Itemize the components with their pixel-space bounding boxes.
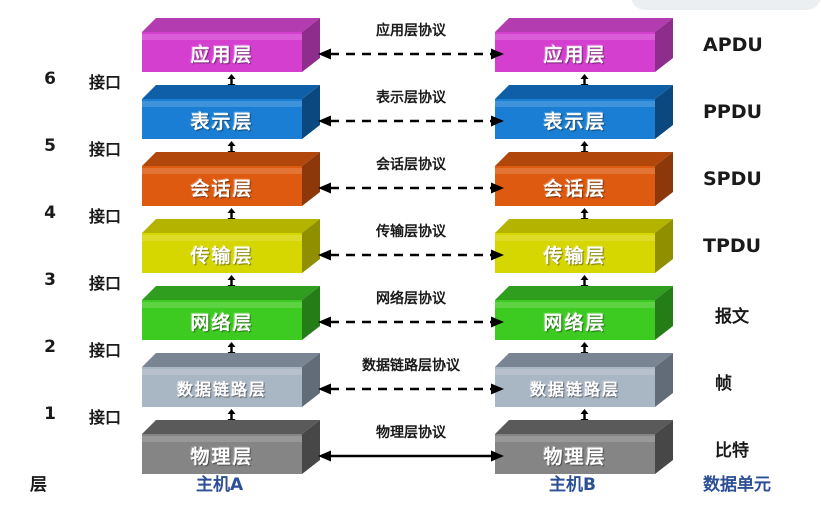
layer-box-shape: [142, 353, 320, 407]
interface-label-3: 接口: [88, 274, 121, 293]
protocol-label: 物理层协议: [376, 425, 446, 441]
layer-box-shape: [142, 286, 320, 340]
layer-box-b-应用层[interactable]: 应用层: [495, 18, 673, 72]
layer-box-b-物理层[interactable]: 物理层: [495, 420, 673, 474]
layer-box-shape: [142, 219, 320, 273]
protocol-arrow-shape: [318, 316, 504, 328]
layer-box-b-传输层[interactable]: 传输层: [495, 219, 673, 273]
layer-box-b-表示层[interactable]: 表示层: [495, 85, 673, 139]
interface-label-4: 接口: [88, 341, 121, 360]
protocol-label: 表示层协议: [376, 90, 446, 106]
layer-box-shape: [495, 219, 673, 273]
layer-box-shape: [495, 152, 673, 206]
layer-number-5: 5: [44, 136, 56, 156]
layer-box-shape: [495, 420, 673, 474]
layer-box-shape: [142, 18, 320, 72]
protocol-arrow-shape: [318, 48, 504, 60]
layer-box-b-会话层[interactable]: 会话层: [495, 152, 673, 206]
protocol-row-物理层: 物理层协议: [318, 422, 504, 464]
interface-label-1: 接口: [88, 140, 121, 159]
layer-box-a-会话层[interactable]: 会话层: [142, 152, 320, 206]
protocol-row-数据链路层: 数据链路层协议: [318, 355, 504, 397]
data-unit-label-比特: 比特: [715, 441, 749, 461]
layer-box-shape: [495, 85, 673, 139]
protocol-arrow: [318, 448, 504, 464]
layer-box-shape: [142, 152, 320, 206]
layer-box-a-表示层[interactable]: 表示层: [142, 85, 320, 139]
layer-box-a-物理层[interactable]: 物理层: [142, 420, 320, 474]
protocol-arrow: [318, 113, 504, 129]
protocol-arrow: [318, 314, 504, 330]
layer-number-2: 2: [44, 337, 56, 357]
protocol-arrow: [318, 247, 504, 263]
layer-box-shape: [142, 420, 320, 474]
layer-box-a-传输层[interactable]: 传输层: [142, 219, 320, 273]
protocol-row-会话层: 会话层协议: [318, 154, 504, 196]
layer-number-3: 3: [44, 270, 56, 290]
protocol-arrow: [318, 180, 504, 196]
layer-box-a-数据链路层[interactable]: 数据链路层: [142, 353, 320, 407]
protocol-label: 传输层协议: [376, 224, 446, 240]
bottom-caption-host-b: 主机B: [549, 475, 596, 495]
layer-number-4: 4: [44, 203, 56, 223]
protocol-label: 应用层协议: [376, 23, 446, 39]
interface-label-2: 接口: [88, 207, 121, 226]
layer-box-shape: [495, 353, 673, 407]
layer-box-b-网络层[interactable]: 网络层: [495, 286, 673, 340]
protocol-row-应用层: 应用层协议: [318, 20, 504, 62]
layer-box-shape: [495, 286, 673, 340]
protocol-row-表示层: 表示层协议: [318, 87, 504, 129]
protocol-label: 网络层协议: [376, 291, 446, 307]
protocol-arrow: [318, 46, 504, 62]
protocol-arrow-shape: [318, 383, 504, 395]
scan-artifact: [631, 0, 821, 10]
layer-box-a-应用层[interactable]: 应用层: [142, 18, 320, 72]
layer-number-1: 1: [44, 404, 56, 424]
protocol-label: 会话层协议: [376, 157, 446, 173]
data-unit-label-帧: 帧: [715, 374, 732, 394]
data-unit-label-TPDU: TPDU: [703, 235, 762, 257]
layer-box-shape: [142, 85, 320, 139]
protocol-label: 数据链路层协议: [362, 358, 460, 374]
layer-box-a-网络层[interactable]: 网络层: [142, 286, 320, 340]
layer-box-b-数据链路层[interactable]: 数据链路层: [495, 353, 673, 407]
data-unit-label-报文: 报文: [715, 307, 749, 327]
protocol-row-网络层: 网络层协议: [318, 288, 504, 330]
data-unit-label-SPDU: SPDU: [703, 168, 762, 190]
interface-label-0: 接口: [88, 73, 121, 92]
bottom-caption-data-unit: 数据单元: [703, 475, 771, 495]
protocol-arrow-shape: [318, 249, 504, 261]
interface-label-5: 接口: [88, 408, 121, 427]
protocol-arrow-shape: [318, 115, 504, 127]
protocol-arrow-shape: [318, 182, 504, 194]
protocol-arrow-shape: [318, 450, 504, 462]
layer-number-6: 6: [44, 69, 56, 89]
layer-box-shape: [495, 18, 673, 72]
bottom-caption-layer: 层: [30, 475, 47, 495]
data-unit-label-PPDU: PPDU: [703, 101, 763, 123]
bottom-caption-host-a: 主机A: [196, 475, 244, 495]
protocol-arrow: [318, 381, 504, 397]
data-unit-label-APDU: APDU: [703, 34, 763, 56]
protocol-row-传输层: 传输层协议: [318, 221, 504, 263]
